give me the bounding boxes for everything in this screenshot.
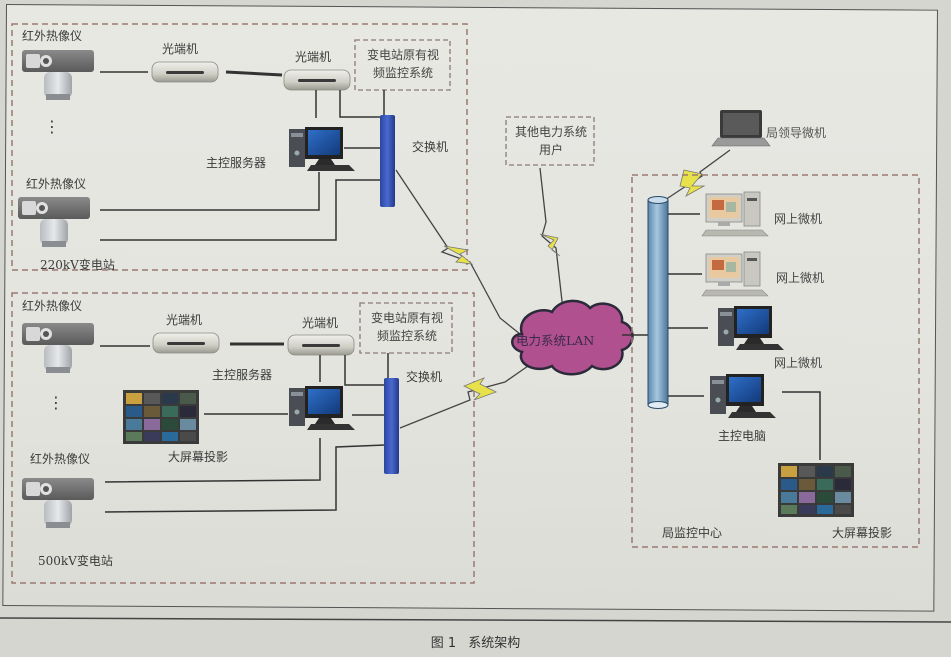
label-switch: 交换机 [406,370,443,384]
substation-500kv-boundary [11,292,475,584]
monitor-center-boundary [631,174,920,548]
label-web-pc: 网上微机 [774,212,823,226]
power-lan-cloud [511,299,634,376]
ellipsis: ⋮ [44,117,60,136]
label-thermal-camera: 红外热像仪 [22,299,83,313]
wireless-links [395,149,731,429]
label-other-users: 其他电力系统用户 [514,125,587,157]
connection-lines [100,342,389,513]
label-web-pc: 网上微机 [776,271,825,285]
lightning-icon [679,169,706,197]
label-big-screen: 大屏幕投影 [168,450,229,464]
web-pc-icon [701,251,769,297]
web-pc-icon [701,191,769,237]
label-optical-terminal: 光端机 [295,50,332,64]
web-pc-icon [718,306,784,350]
optical-terminal-icon [152,332,220,354]
label-main-pc: 主控电脑 [718,429,767,443]
lightning-icon [539,233,561,257]
optical-terminal-icon [287,334,355,356]
caption-number: 图 1 [430,636,457,651]
big-screen-projection-icon [123,390,199,444]
label-substation-500kv: 500kV变电站 [38,554,113,568]
leader-laptop-icon [711,109,771,147]
label-web-pc: 网上微机 [774,356,823,370]
label-optical-terminal: 光端机 [166,313,203,327]
label-leader-pc: 局领导微机 [766,126,827,140]
substation-500kv-group [11,292,475,584]
existing-video-system-box [359,302,453,354]
ellipsis: ⋮ [48,393,64,412]
lightning-icon [443,245,474,265]
caption-title: 系统架构 [468,636,521,651]
connection-lines [100,70,385,241]
lightning-icon [463,377,498,401]
label-substation-220kv: 220kV变电站 [40,258,115,272]
label-main-server: 主控服务器 [212,368,273,382]
thermal-camera-icon [22,323,94,373]
thermal-camera-icon [18,197,90,247]
switch-icon [380,115,395,207]
thermal-camera-icon [22,50,94,100]
substation-220kv-group [11,23,468,271]
existing-video-system-box [354,39,451,91]
label-thermal-camera: 红外热像仪 [30,452,91,466]
network-backbone-icon [647,199,669,406]
thermal-camera-icon [22,478,94,528]
label-switch: 交换机 [412,140,449,154]
main-server-icon [289,127,355,171]
big-screen-projection-icon [778,463,854,517]
label-existing-video-system: 变电站原有视频监控系统 [370,311,443,343]
main-pc-icon [710,374,776,418]
label-monitor-center: 局监控中心 [662,526,723,540]
label-existing-video-system: 变电站原有视频监控系统 [366,48,439,80]
main-server-icon [289,386,355,430]
label-optical-terminal: 光端机 [162,42,199,56]
label-big-screen: 大屏幕投影 [832,526,893,540]
other-users-box [505,116,595,166]
optical-terminal-icon [283,69,351,91]
optical-terminal-icon [151,61,219,83]
frame-bottom-rule [0,617,951,623]
label-main-server: 主控服务器 [206,156,267,170]
label-thermal-camera: 红外热像仪 [26,177,87,191]
switch-icon [384,378,399,474]
label-thermal-camera: 红外热像仪 [22,29,83,43]
label-optical-terminal: 光端机 [302,316,339,330]
figure-caption: 图 1 系统架构 [0,632,951,651]
monitor-center-group [622,109,920,548]
label-power-lan: 电力系统LAN [516,333,595,348]
